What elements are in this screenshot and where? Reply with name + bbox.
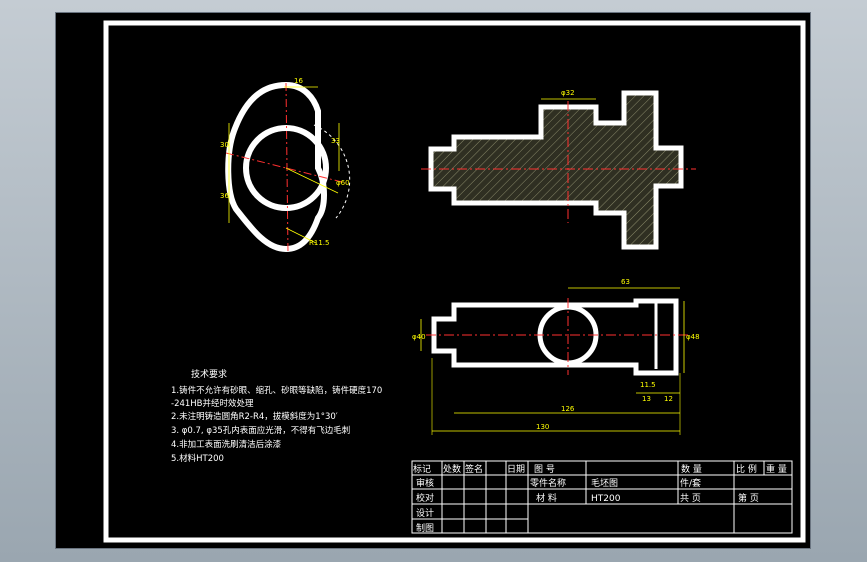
tech-title: 技术要求	[191, 368, 227, 380]
bottom-view: 63 φ40 φ48 11.5 13 12 126 130	[412, 278, 700, 435]
dim-63: 63	[621, 278, 630, 286]
dim-30: 30	[220, 141, 229, 149]
shaft-outline	[431, 298, 679, 376]
tb-design: 设计	[416, 507, 434, 519]
centerline	[225, 152, 347, 184]
tb-part-name-label: 零件名称	[530, 477, 566, 489]
dim-33: 33	[331, 137, 340, 145]
tb-piece: 件/套	[680, 477, 701, 489]
tech-line: 1.铸件不允许有砂眼、缩孔、砂眼等缺陷，铸件硬度170	[171, 385, 382, 396]
tb-material: HT200	[591, 494, 621, 504]
flange-outline	[225, 81, 327, 253]
tech-line: 5.材料HT200	[171, 453, 224, 464]
tb-sheet: 第 页	[738, 492, 759, 504]
tb-drawing-no: 图 号	[534, 464, 555, 475]
tb-check: 校对	[416, 492, 434, 504]
tb-mark: 标记	[413, 463, 431, 475]
tb-date: 日期	[507, 464, 525, 475]
dim-r115: R11.5	[309, 239, 329, 247]
bore-circle	[243, 125, 329, 211]
title-block-text: 标记 处数 签名 日期 图 号 数 量 比 例 重 量 审核 零件名称 毛坯图 …	[413, 463, 787, 534]
tech-line: 4.非加工表面洗刷清洁后涂漆	[171, 439, 282, 450]
left-view: 16 30 36 33 φ60 R11.5	[220, 77, 351, 254]
tb-count: 处数	[443, 463, 461, 475]
dim-13: 13	[642, 395, 651, 403]
tb-material-label: 材 料	[536, 492, 557, 504]
dim-16: 16	[294, 77, 303, 85]
tech-line: 3. φ0.7, φ35孔内表面应光滑，不得有飞边毛刺	[171, 425, 350, 436]
dim-115: 11.5	[640, 381, 656, 389]
section-view: φ32	[421, 89, 696, 250]
tech-line: -241HB并经时效处理	[171, 398, 254, 409]
hatched-section	[428, 90, 684, 250]
dim-phi60: φ60	[336, 179, 350, 187]
cad-drawing: 16 30 36 33 φ60 R11.5 φ32 63 φ40	[103, 20, 806, 543]
tb-weight: 重 量	[766, 463, 787, 475]
tb-sign: 签名	[465, 463, 483, 475]
centerline	[285, 82, 289, 254]
tb-review: 审核	[416, 477, 434, 489]
tb-total: 共 页	[680, 493, 701, 504]
tech-line: 2.未注明铸造圆角R2-R4，拔模斜度为1°30′	[171, 411, 338, 422]
title-block	[411, 460, 793, 534]
drawing-border	[103, 20, 806, 543]
dim-phi40: φ40	[412, 333, 426, 341]
tb-draw: 制图	[416, 522, 434, 534]
tech-requirements: 技术要求 1.铸件不允许有砂眼、缩孔、砂眼等缺陷，铸件硬度170 -241HB并…	[171, 368, 382, 464]
tb-qty: 数 量	[681, 463, 702, 475]
dim-126: 126	[561, 405, 575, 413]
drawing-area: 16 30 36 33 φ60 R11.5 φ32 63 φ40	[55, 12, 811, 549]
tb-scale: 比 例	[736, 463, 757, 475]
dim-phi32: φ32	[561, 89, 575, 97]
dim-12: 12	[664, 395, 673, 403]
dim-phi48: φ48	[686, 333, 700, 341]
tb-part-name: 毛坯图	[591, 477, 618, 489]
dim-36: 36	[220, 192, 229, 200]
dim-130: 130	[536, 423, 549, 431]
